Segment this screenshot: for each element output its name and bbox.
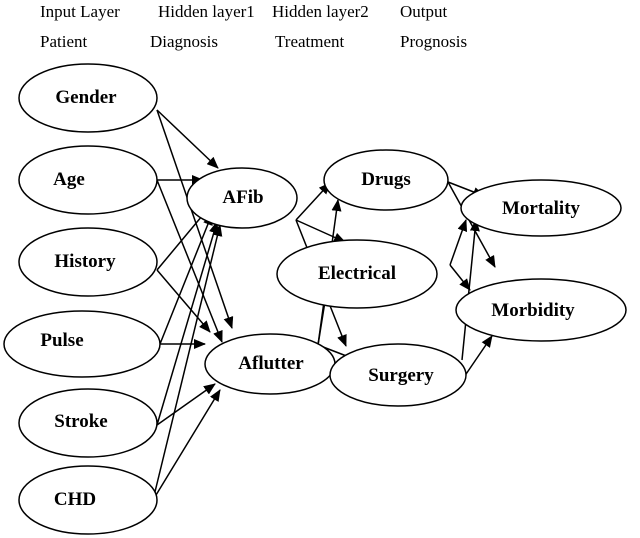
edge-surgery-mortality	[461, 219, 480, 361]
edge-gender-afib	[156, 109, 219, 169]
node-label-afib: AFib	[222, 187, 263, 208]
node-drugs	[323, 149, 449, 211]
header-hidden-layer2: Hidden layer2	[272, 2, 369, 21]
role-prognosis: Prognosis	[400, 32, 468, 51]
node-label-surgery: Surgery	[368, 365, 434, 386]
node-surgery	[329, 343, 467, 407]
node-label-aflutter: Aflutter	[238, 353, 304, 374]
edge-stroke-aflutter	[156, 383, 216, 426]
node-label-chd: CHD	[54, 489, 96, 510]
node-label-morbidity: Morbidity	[491, 300, 575, 321]
node-electrical	[276, 239, 438, 309]
node-pulse	[3, 310, 161, 378]
node-label-gender: Gender	[55, 87, 117, 108]
node-chd	[18, 465, 158, 535]
node-stroke	[18, 388, 158, 458]
role-patient: Patient	[40, 32, 88, 51]
edge-pulse-afib	[159, 213, 213, 345]
edge-stroke-afib	[156, 221, 219, 426]
node-label-mortality: Mortality	[502, 198, 581, 219]
node-label-drugs: Drugs	[361, 169, 411, 190]
node-mortality	[460, 179, 622, 237]
edge-surgery-morbidity	[461, 335, 493, 381]
edge-age-aflutter	[156, 179, 223, 343]
edge-electrical-mortality	[449, 219, 468, 266]
edge-gender-aflutter	[156, 109, 234, 329]
header-input-layer: Input Layer	[40, 2, 120, 21]
node-age	[18, 145, 158, 215]
node-label-pulse: Pulse	[40, 330, 83, 351]
edge-afib-electrical	[295, 219, 346, 243]
header-output: Output	[400, 2, 448, 21]
header-hidden-layer1: Hidden layer1	[158, 2, 255, 21]
edge-electrical-morbidity	[449, 264, 471, 291]
edge-chd-aflutter	[152, 389, 221, 501]
node-gender	[18, 63, 158, 133]
node-label-age: Age	[53, 169, 85, 190]
node-history	[18, 227, 158, 297]
node-label-history: History	[54, 251, 116, 272]
role-treatment: Treatment	[275, 32, 345, 51]
role-diagnosis: Diagnosis	[150, 32, 218, 51]
node-label-electrical: Electrical	[318, 263, 396, 284]
edge-afib-drugs	[295, 182, 331, 221]
edge-chd-afib	[152, 224, 223, 501]
edge-history-aflutter	[156, 269, 211, 333]
node-afib	[186, 167, 298, 229]
node-label-stroke: Stroke	[54, 411, 107, 432]
node-morbidity	[455, 278, 627, 342]
